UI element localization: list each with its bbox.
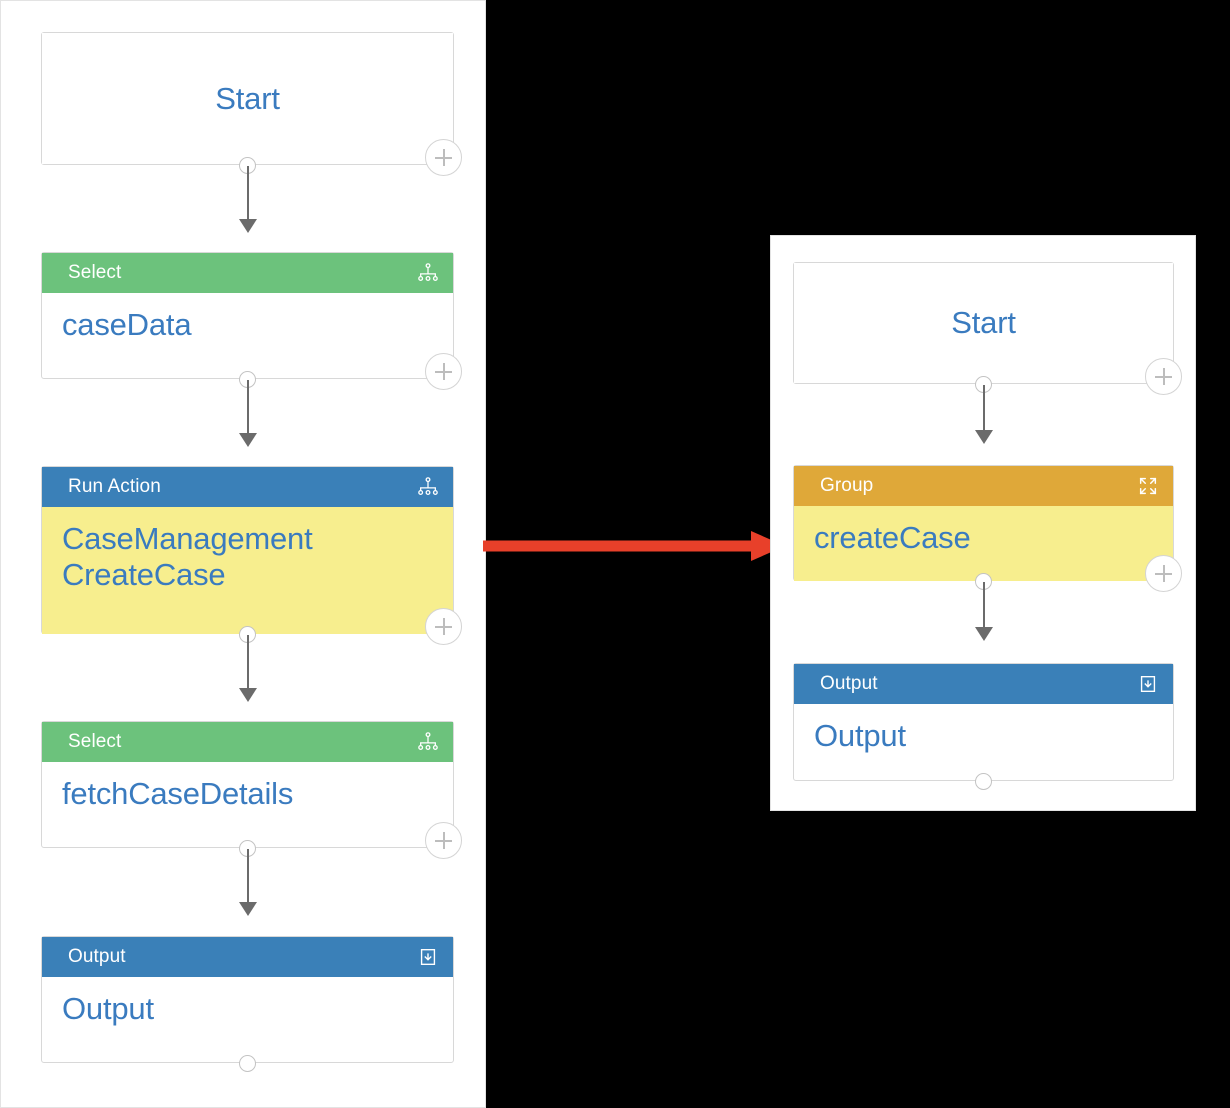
group-node-output-connector[interactable] bbox=[975, 773, 992, 790]
node-run-action[interactable]: Run Action CaseManagement CreateCase bbox=[41, 466, 454, 634]
node-start-add-button[interactable] bbox=[425, 139, 462, 176]
node-output-connector[interactable] bbox=[239, 1055, 256, 1072]
download-icon bbox=[1137, 673, 1159, 695]
node-output-title: Output bbox=[68, 946, 126, 967]
edge-select1-to-runaction-head bbox=[238, 433, 257, 447]
edge-start-to-select1 bbox=[246, 166, 249, 219]
expanded-workflow-panel: Start Select caseData Run Action bbox=[0, 0, 486, 1108]
edge-select2-to-output-head bbox=[238, 902, 257, 916]
node-run-action-label-wrap: CaseManagement CreateCase bbox=[42, 507, 453, 634]
node-start[interactable]: Start bbox=[41, 32, 454, 165]
edge-select2-to-output bbox=[246, 849, 249, 902]
edge-runaction-to-select2-head bbox=[238, 688, 257, 702]
node-run-action-header: Run Action bbox=[42, 467, 453, 507]
node-select-fetchcasedetails-label: fetchCaseDetails bbox=[42, 762, 453, 822]
group-edge-start-to-group-head bbox=[974, 430, 993, 444]
group-transform-arrow bbox=[483, 531, 785, 561]
node-select-fetchcasedetails-header: Select bbox=[42, 722, 453, 762]
download-icon bbox=[417, 946, 439, 968]
node-run-action-label-line2: CreateCase bbox=[62, 556, 226, 592]
group-edge-group-to-output-head bbox=[974, 627, 993, 641]
group-edge-start-to-group bbox=[982, 385, 985, 430]
node-select-casedata-title: Select bbox=[68, 262, 122, 283]
node-select-casedata-label: caseData bbox=[42, 293, 453, 353]
group-node-start-label: Start bbox=[794, 263, 1173, 383]
node-output[interactable]: Output Output bbox=[41, 936, 454, 1063]
hierarchy-icon bbox=[417, 476, 439, 498]
hierarchy-icon bbox=[417, 731, 439, 753]
group-node-createcase-title: Group bbox=[820, 475, 874, 496]
group-node-createcase-add-button[interactable] bbox=[1145, 555, 1182, 592]
node-run-action-add-button[interactable] bbox=[425, 608, 462, 645]
group-node-start-add-button[interactable] bbox=[1145, 358, 1182, 395]
group-node-output-label: Output bbox=[794, 704, 1173, 764]
grouped-workflow-panel: Start Group createCase Output bbox=[770, 235, 1196, 811]
node-select-casedata-header: Select bbox=[42, 253, 453, 293]
group-node-output-title: Output bbox=[820, 673, 878, 694]
group-node-createcase-label: createCase bbox=[794, 506, 1173, 581]
expand-icon[interactable] bbox=[1137, 475, 1159, 497]
edge-runaction-to-select2 bbox=[246, 635, 249, 688]
group-node-createcase[interactable]: Group createCase bbox=[793, 465, 1174, 581]
node-select-fetchcasedetails[interactable]: Select fetchCaseDetails bbox=[41, 721, 454, 848]
group-node-output-header: Output bbox=[794, 664, 1173, 704]
node-run-action-title: Run Action bbox=[68, 476, 161, 497]
node-select-casedata-add-button[interactable] bbox=[425, 353, 462, 390]
node-select-fetchcasedetails-title: Select bbox=[68, 731, 122, 752]
edge-start-to-select1-head bbox=[238, 219, 257, 233]
group-node-createcase-header: Group bbox=[794, 466, 1173, 506]
node-run-action-label-line1: CaseManagement bbox=[62, 521, 313, 556]
node-select-casedata[interactable]: Select caseData bbox=[41, 252, 454, 379]
group-node-output[interactable]: Output Output bbox=[793, 663, 1174, 781]
node-select-fetchcasedetails-add-button[interactable] bbox=[425, 822, 462, 859]
node-start-label: Start bbox=[42, 33, 453, 164]
node-output-header: Output bbox=[42, 937, 453, 977]
edge-select1-to-runaction bbox=[246, 380, 249, 433]
node-output-label: Output bbox=[42, 977, 453, 1037]
hierarchy-icon bbox=[417, 262, 439, 284]
group-edge-group-to-output bbox=[982, 582, 985, 627]
group-node-start[interactable]: Start bbox=[793, 262, 1174, 384]
